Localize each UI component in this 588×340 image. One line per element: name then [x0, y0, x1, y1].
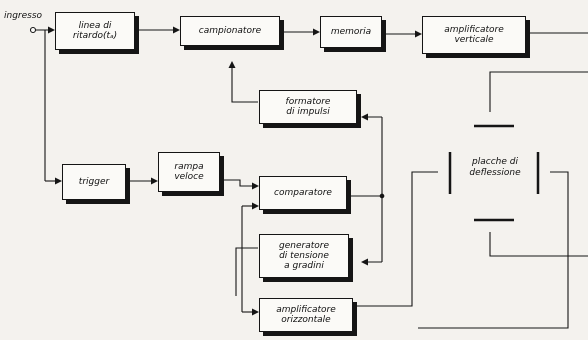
step-generator-block: generatore di tensione a gradini — [259, 234, 349, 278]
input-terminal — [29, 26, 37, 34]
wire-right-plate — [418, 171, 569, 329]
wire-ramp-comp — [222, 179, 259, 190]
input-label: ingresso — [4, 11, 43, 21]
delay-line-block: linea di ritardo(tₐ) — [55, 12, 135, 50]
pulse-former-block: formatore di impulsi — [259, 90, 357, 124]
memory-label: memoria — [330, 27, 372, 37]
trigger-block: trigger — [62, 164, 126, 200]
fast-ramp-block: rampa veloce — [158, 152, 220, 192]
wire-pulse-sampler — [228, 61, 258, 103]
comparator-label: comparatore — [274, 188, 332, 198]
comparator-block: comparatore — [259, 176, 347, 210]
sampler-block: campionatore — [180, 16, 280, 46]
trigger-label: trigger — [78, 177, 110, 187]
bus-node — [379, 193, 385, 199]
horizontal-amp-label: amplificatore orizzontale — [276, 305, 336, 325]
vertical-amp-block: amplificatore verticale — [422, 16, 526, 54]
wire-bottom-plate — [489, 232, 588, 257]
delay-line-label: linea di ritardo(tₐ) — [72, 21, 118, 41]
wire-left-plate — [355, 171, 438, 307]
plates-label: placche di deflessione — [469, 157, 521, 178]
memory-block: memoria — [320, 16, 382, 48]
sampler-label: campionatore — [198, 26, 262, 36]
vertical-amp-label: amplificatore verticale — [444, 25, 504, 45]
step-generator-label: generatore di tensione a gradini — [279, 241, 329, 271]
horizontal-amp-block: amplificatore orizzontale — [259, 298, 353, 332]
wire-step-out — [235, 247, 258, 296]
fast-ramp-label: rampa veloce — [174, 162, 204, 182]
pulse-former-label: formatore di impulsi — [285, 97, 331, 117]
wire-vertical-plate — [489, 71, 588, 112]
